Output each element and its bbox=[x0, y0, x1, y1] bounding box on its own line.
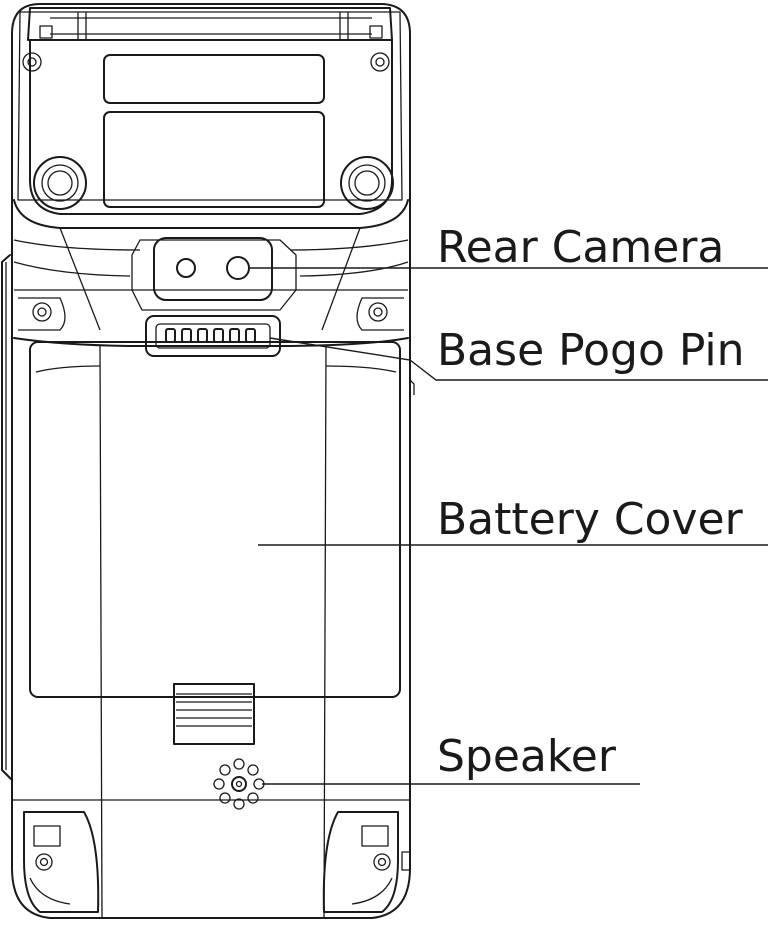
label-speaker: Speaker bbox=[437, 731, 617, 782]
printer-top bbox=[22, 7, 394, 215]
speaker-grille bbox=[213, 758, 265, 810]
leader-pogo-pin bbox=[269, 337, 768, 381]
bottom-section bbox=[12, 799, 411, 913]
pogo-pin-connector bbox=[145, 315, 281, 357]
camera-lens-icon bbox=[176, 258, 196, 278]
label-base-pogo-pin: Base Pogo Pin bbox=[437, 325, 745, 376]
device-body bbox=[1, 3, 415, 919]
battery-cover bbox=[29, 341, 401, 919]
leader-lines bbox=[250, 267, 768, 785]
rear-camera-module bbox=[131, 237, 297, 311]
label-battery-cover: Battery Cover bbox=[437, 494, 744, 545]
label-rear-camera: Rear Camera bbox=[437, 222, 724, 273]
camera-flash-icon bbox=[226, 256, 250, 280]
